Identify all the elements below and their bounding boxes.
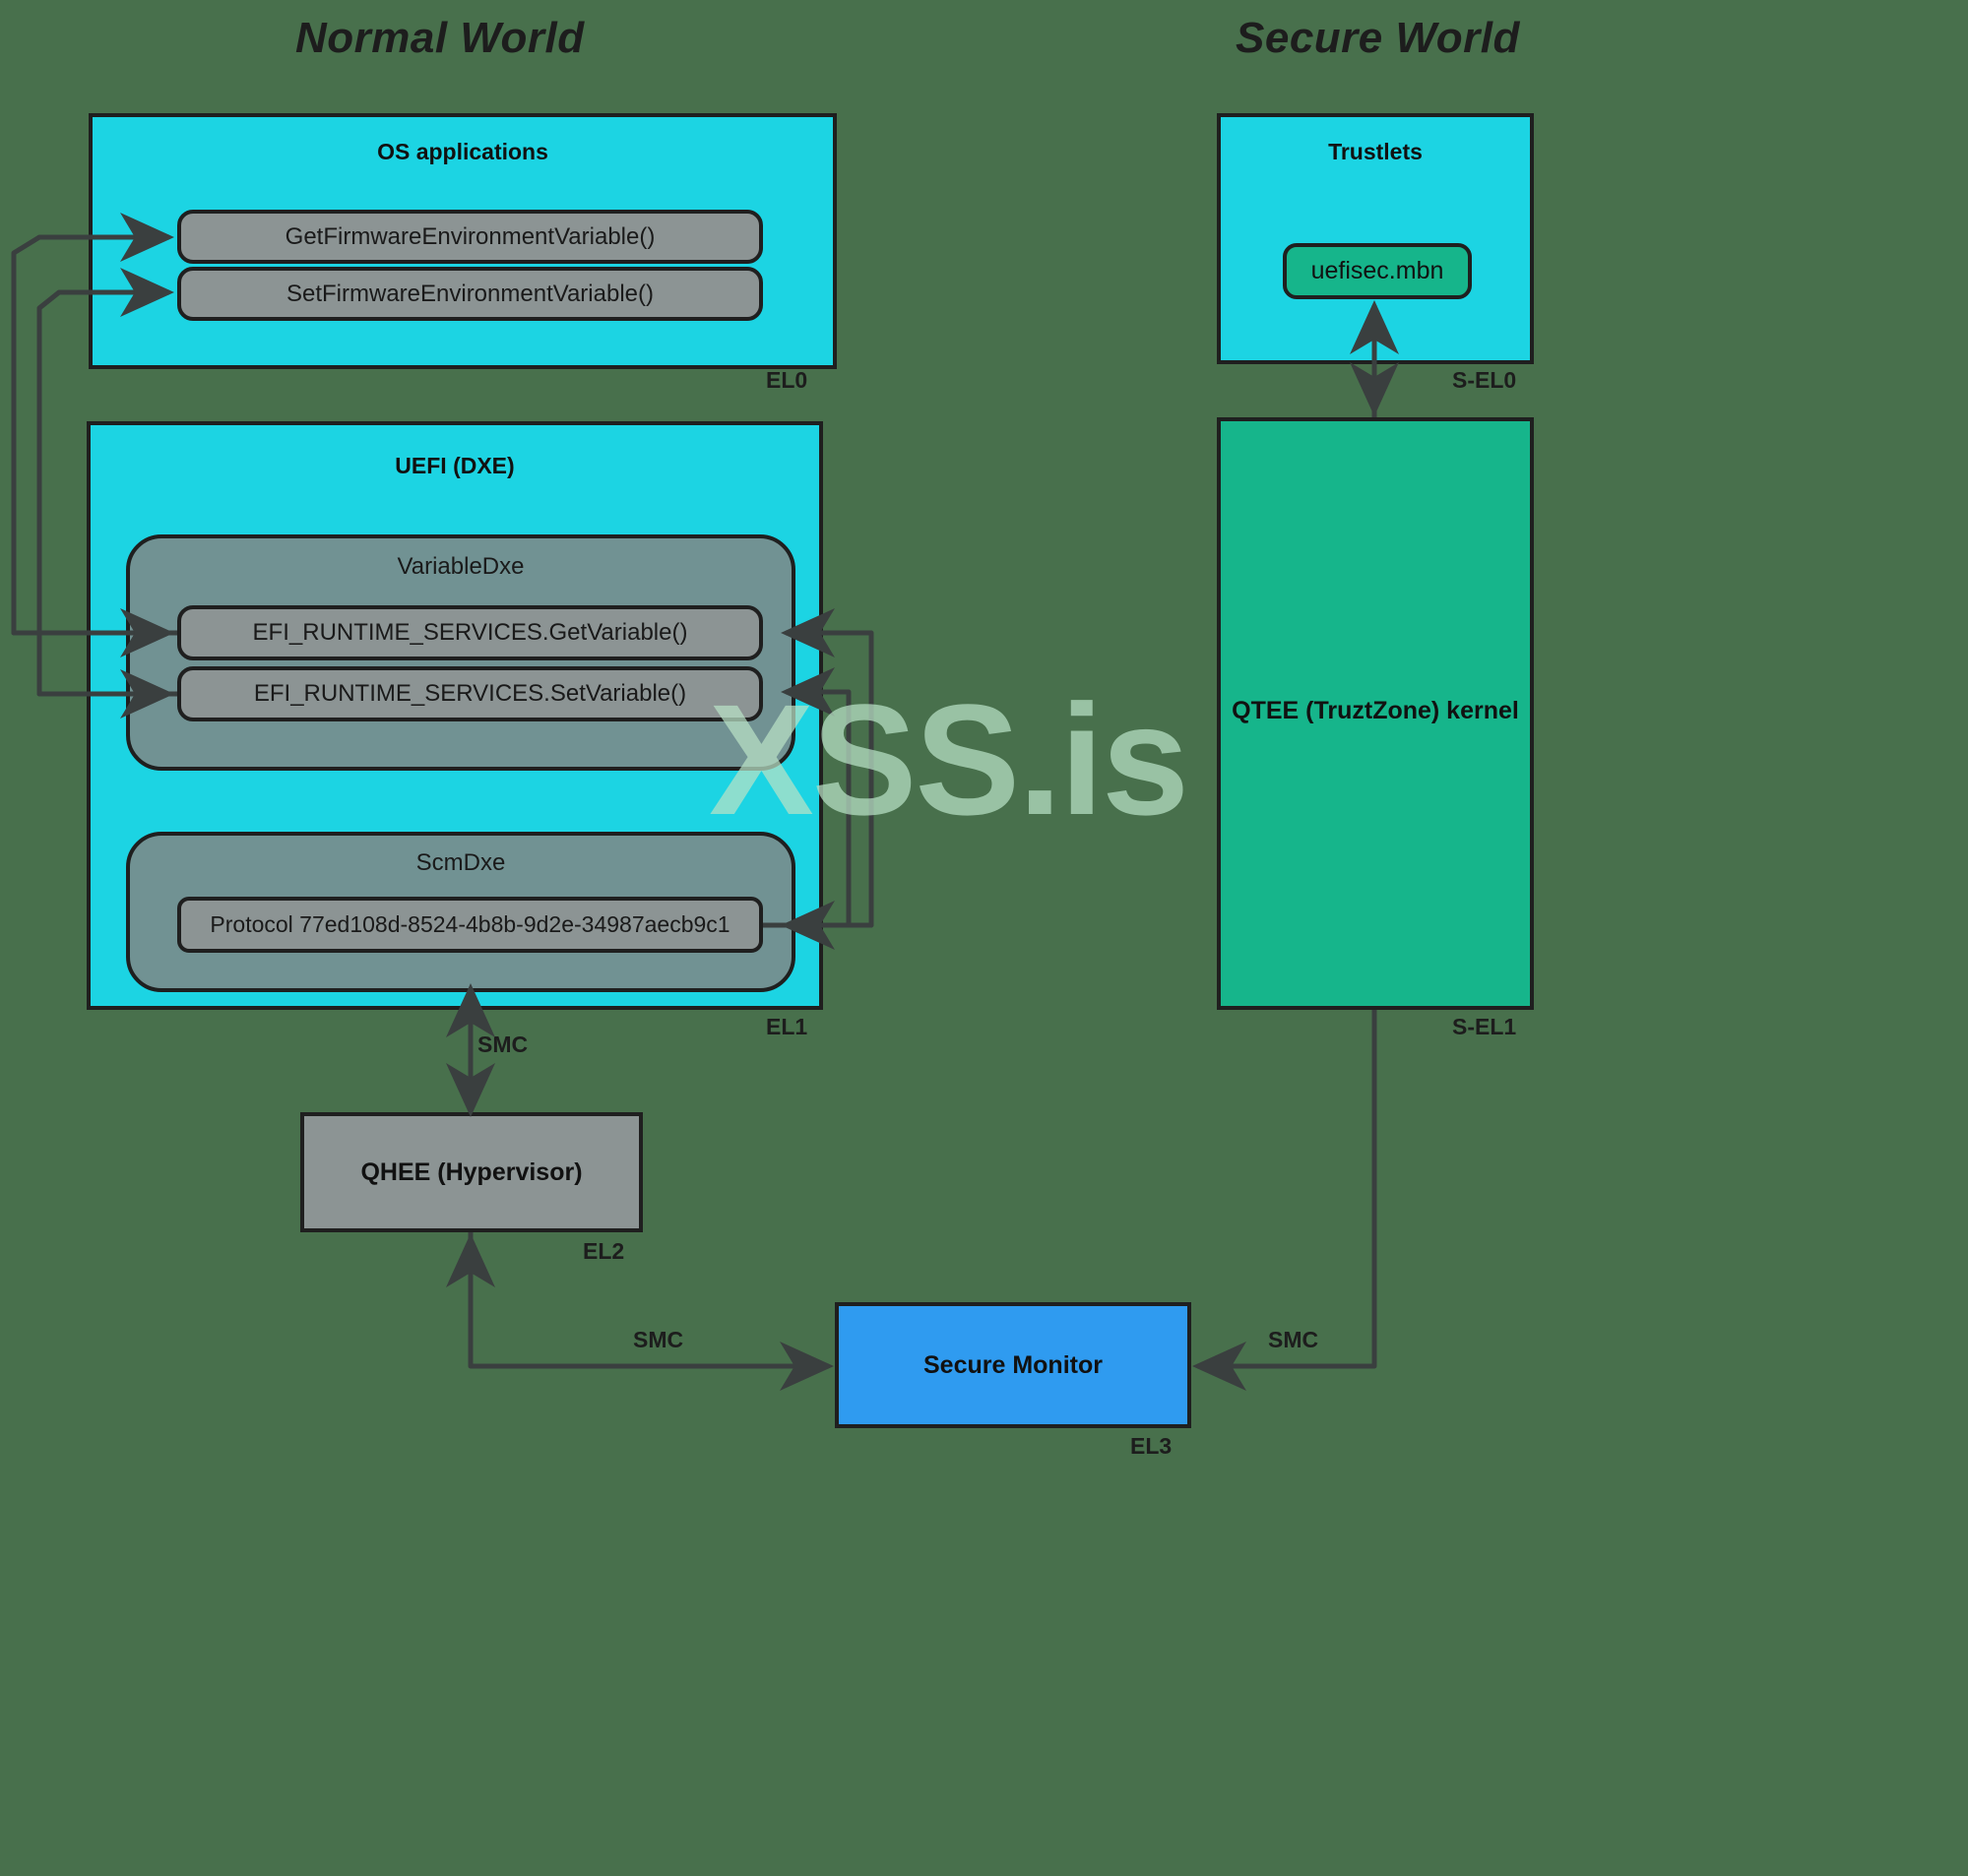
scm-protocol-guid-item[interactable]: Protocol 77ed108d-8524-4b8b-9d2e-34987ae… [177,897,763,953]
qhee-hypervisor-box[interactable]: QHEE (Hypervisor) [300,1112,643,1232]
efi-runtime-services-setvariable-item[interactable]: EFI_RUNTIME_SERVICES.SetVariable() [177,666,763,721]
uefisec-mbn-item[interactable]: uefisec.mbn [1283,243,1472,299]
set-firmware-environment-variable-item[interactable]: SetFirmwareEnvironmentVariable() [177,267,763,321]
smc-label-monitor-qtee: SMC [1268,1327,1319,1352]
smc-label-qhee-monitor: SMC [633,1327,684,1352]
smc-label-scmdxe-qhee: SMC [477,1032,529,1057]
secure-world-title: Secure World [1236,14,1520,62]
uefi-dxe-title: UEFI (DXE) [395,453,515,478]
el3-label: EL3 [1130,1433,1173,1459]
get-firmware-environment-variable-item[interactable]: GetFirmwareEnvironmentVariable() [177,210,763,264]
normal-world-title: Normal World [295,14,585,62]
qtee-kernel-box[interactable]: QTEE (TruztZone) kernel [1217,417,1534,1010]
s-el0-label: S-EL0 [1452,367,1517,393]
variable-dxe-title: VariableDxe [397,553,525,580]
trustlets-title: Trustlets [1328,139,1423,164]
el2-label: EL2 [583,1238,625,1264]
secure-monitor-box[interactable]: Secure Monitor [835,1302,1191,1428]
scm-dxe-title: ScmDxe [415,849,506,876]
os-applications-title: OS applications [377,139,548,164]
s-el1-label: S-EL1 [1452,1014,1517,1039]
el1-label: EL1 [766,1014,808,1039]
efi-runtime-services-getvariable-item[interactable]: EFI_RUNTIME_SERVICES.GetVariable() [177,605,763,660]
trustlets-zone: Trustlets [1217,113,1534,364]
el0-label: EL0 [766,367,808,393]
